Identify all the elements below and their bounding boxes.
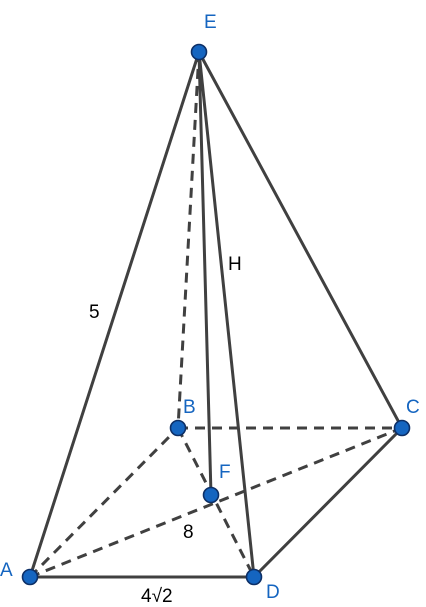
label-A: A (0, 560, 13, 581)
vertex-A (21, 568, 39, 586)
edge-DC (252, 426, 404, 579)
label-C: C (406, 397, 420, 418)
vertex-B (169, 419, 187, 437)
label-height: H (228, 254, 242, 275)
vertex-C (393, 419, 411, 437)
diagonal-BD (176, 427, 256, 578)
label-side-AD-length: 4√2 (141, 586, 173, 607)
label-D: D (266, 582, 280, 603)
edge-EA (28, 50, 201, 579)
edge-ED (197, 50, 256, 579)
label-edge-EA-length: 5 (89, 302, 100, 323)
edge-EC (197, 50, 404, 430)
label-B: B (183, 397, 196, 418)
edge-AB (28, 426, 180, 579)
label-diagonal-length: 8 (183, 522, 194, 543)
label-E: E (204, 12, 217, 33)
height-EF (197, 50, 213, 497)
vertex-D (245, 568, 263, 586)
vertex-F (202, 486, 220, 504)
vertex-E (190, 43, 208, 61)
edge-EB (176, 51, 201, 429)
diagonal-AC (29, 426, 403, 579)
label-F: F (219, 462, 231, 483)
